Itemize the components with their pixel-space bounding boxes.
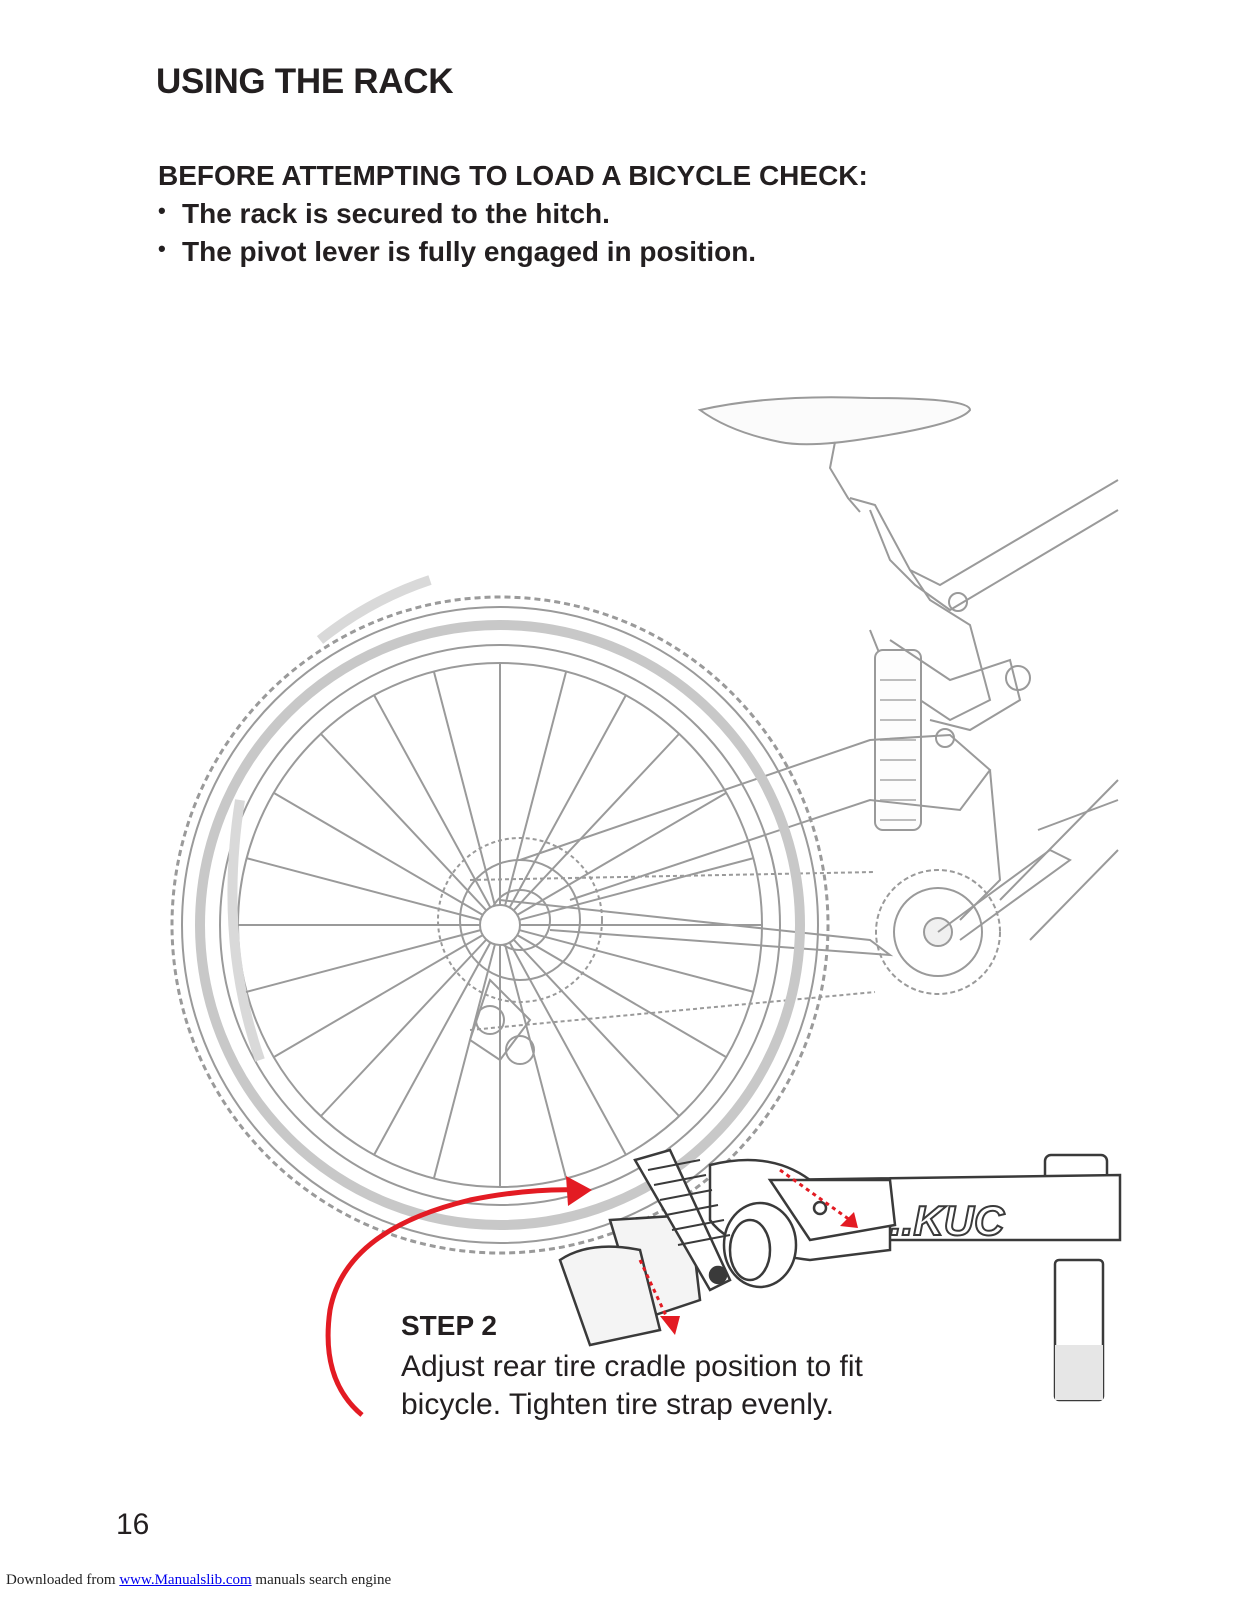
bullet-icon: • (158, 198, 166, 223)
step-title: STEP 2 (401, 1310, 497, 1341)
checklist-item: • The pivot lever is fully engaged in po… (158, 236, 868, 268)
download-footer: Downloaded from www.Manualslib.com manua… (6, 1572, 391, 1589)
manualslib-link[interactable]: www.Manualslib.com (119, 1572, 252, 1588)
pre-load-checklist: BEFORE ATTEMPTING TO LOAD A BICYCLE CHEC… (158, 160, 868, 274)
step-text: Adjust rear tire cradle position to fit … (401, 1350, 863, 1421)
bicycle-rack-illustration-icon: ..KUC (170, 396, 1122, 1417)
footer-suffix: manuals search engine (251, 1572, 392, 1588)
checklist-item-text: The pivot lever is fully engaged in posi… (182, 236, 757, 267)
page-title: USING THE RACK (156, 62, 454, 101)
checklist-item: • The rack is secured to the hitch. (158, 198, 868, 230)
footer-prefix: Downloaded from (6, 1572, 120, 1588)
bullet-icon: • (158, 236, 166, 261)
page-number: 16 (116, 1508, 150, 1541)
step-2-instructions: STEP 2 Adjust rear tire cradle position … (401, 1310, 921, 1424)
checklist: • The rack is secured to the hitch. • Th… (158, 198, 868, 268)
rack-brand-text: ..KUC (890, 1197, 1005, 1244)
checklist-heading: BEFORE ATTEMPTING TO LOAD A BICYCLE CHEC… (158, 160, 868, 191)
checklist-item-text: The rack is secured to the hitch. (182, 198, 610, 229)
